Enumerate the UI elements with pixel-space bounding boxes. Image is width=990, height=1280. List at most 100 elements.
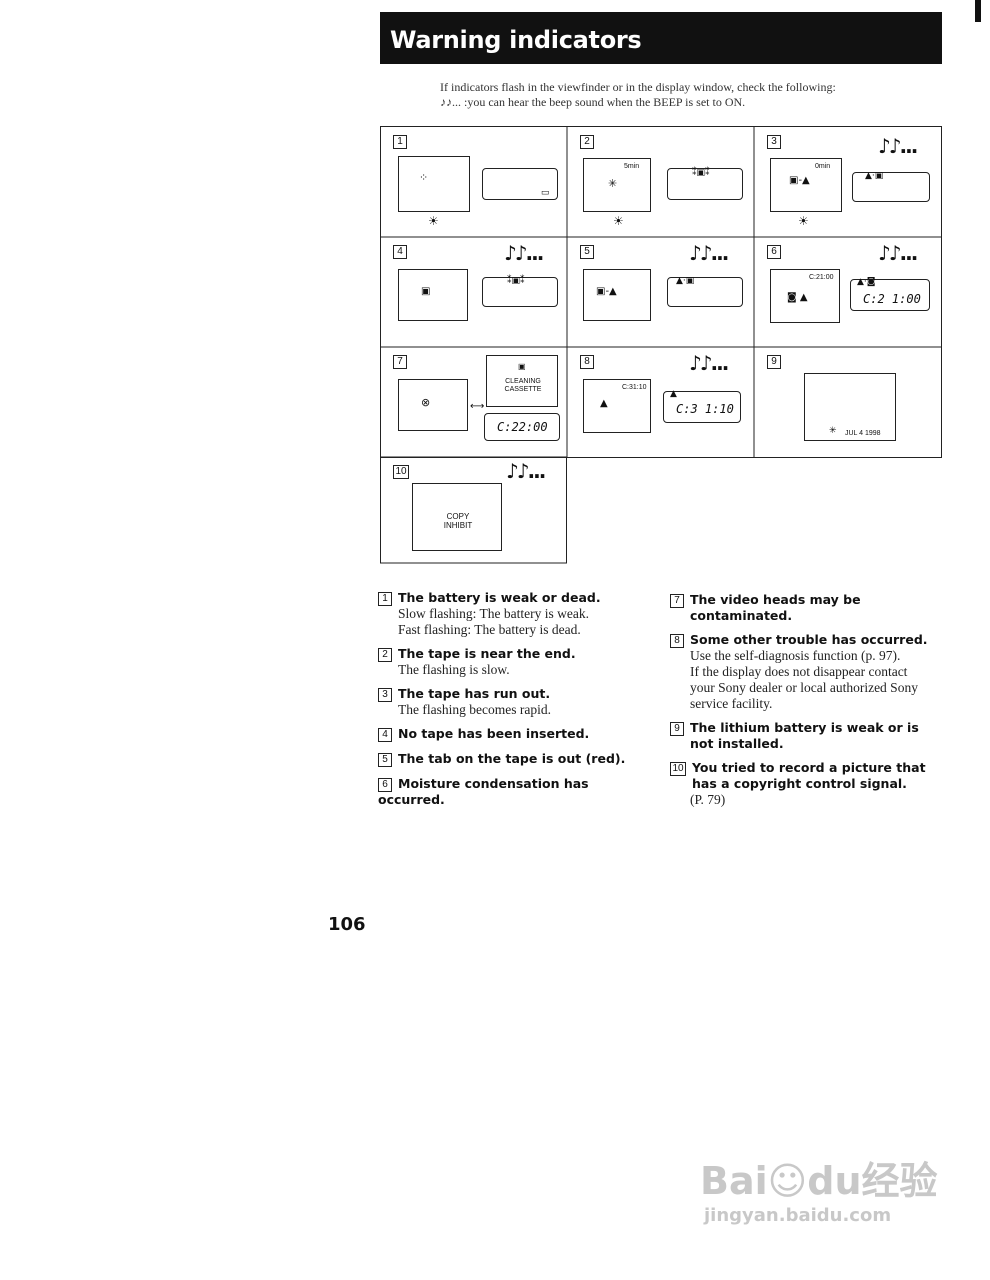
remaining-time-text: 5min	[624, 163, 640, 170]
description-line: The flashing is slow.	[398, 662, 510, 677]
flashing-indicator-icon: ✳	[608, 177, 618, 190]
cell-number: 6	[767, 245, 781, 259]
diagram-cell-5: 5 ♪♪... ▣-▲ ▲·▣	[567, 237, 754, 347]
title-bar	[380, 12, 942, 64]
diagram-cell-10: 10 ♪♪... COPY INHIBIT	[380, 457, 567, 564]
cell-number: 8	[580, 355, 594, 369]
eject-icon: ▲	[670, 389, 677, 399]
battery-icon: ▭	[541, 187, 550, 197]
viewfinder: ⁘	[398, 156, 470, 212]
intro-line-1: If indicators flash in the viewfinder or…	[440, 80, 836, 94]
cassette-icon: ⁑▣⁑	[507, 276, 525, 286]
description-number: 7	[670, 594, 684, 608]
description-number: 4	[378, 728, 392, 742]
eject-cassette-icon: ▲·▣	[676, 276, 695, 286]
sun-icon: ☀	[798, 214, 809, 228]
description-line: Slow flashing: The battery is weak.	[398, 606, 589, 621]
cell-number: 2	[580, 135, 594, 149]
cassette-icon: ▣	[518, 362, 526, 371]
description-line: (P. 79)	[690, 792, 726, 807]
viewfinder: COPY INHIBIT	[412, 483, 502, 551]
sun-icon: ☀	[613, 214, 624, 228]
beep-note-icon: ♪♪...	[689, 241, 729, 265]
video-head-flash-icon: ⊗	[421, 396, 431, 409]
diagram-cell-8: 8 ♪♪... C:31:10 ▲ ▲ C:3 1:10	[567, 347, 754, 457]
display-window: ▲ C:3 1:10	[663, 389, 741, 423]
beep-note-icon: ♪♪...	[504, 241, 544, 265]
viewfinder: ▣-▲	[583, 269, 651, 321]
cell-number: 7	[393, 355, 407, 369]
viewfinder: ⊗	[398, 379, 468, 431]
lcd-code: C:2 1:00	[863, 292, 921, 306]
cleaning-cassette-text: CLEANING CASSETTE	[504, 378, 542, 393]
description-number: 8	[670, 634, 684, 648]
display-window: ▲·▣	[667, 276, 743, 307]
description-7: 7 The video heads may be contaminated.	[670, 592, 940, 624]
description-line: Use the self-diagnosis function (p. 97).	[690, 648, 901, 663]
date-display: JUL 4 1998	[845, 430, 881, 437]
self-diagnosis-code: C:21:00	[809, 274, 834, 281]
diagram-cell-2: 2 5min ✳ ⁑▣⁑ ☀	[567, 126, 754, 237]
watermark-url: jingyan.baidu.com	[704, 1205, 892, 1226]
description-line: The flashing becomes rapid.	[398, 702, 551, 717]
diagram-cell-3: 3 ♪♪... 0min ▣-▲ ▲·▣ ☀	[754, 126, 942, 237]
page-number: 106	[328, 914, 366, 935]
display-window: ▲·◙ C:2 1:00	[850, 277, 930, 311]
intro-text: If indicators flash in the viewfinder or…	[440, 80, 836, 110]
cassette-flash-icon: ▣	[421, 286, 431, 297]
cleaning-cassette-box: ▣ CLEANING CASSETTE	[486, 355, 558, 407]
description-heading: The tape has run out.	[398, 686, 551, 701]
beep-note-icon: ♪♪...	[689, 351, 729, 375]
diagram-grid-lines	[380, 126, 942, 564]
arrow-icon: ⟷	[470, 401, 485, 412]
eject-icon: ▲	[600, 398, 608, 409]
viewfinder: ✳ JUL 4 1998	[804, 373, 896, 441]
beep-note-icon: ♪♪...	[878, 241, 918, 265]
watermark-logo-text: Bai☺du经验	[700, 1159, 938, 1203]
display-window: ▲·▣	[852, 171, 930, 202]
sun-icon: ☀	[428, 214, 439, 228]
description-3: 3 The tape has run out. The flashing beco…	[378, 686, 648, 718]
cell-number: 3	[767, 135, 781, 149]
cell-number: 5	[580, 245, 594, 259]
watermark: Bai☺du经验 jingyan.baidu.com	[700, 1150, 938, 1226]
remaining-time-text: 0min	[815, 163, 831, 170]
copy-inhibit-text: COPY INHIBIT	[443, 512, 473, 530]
cell-number: 4	[393, 245, 407, 259]
cell-number: 1	[393, 135, 407, 149]
eject-cassette-icon: ▲·▣	[865, 171, 884, 181]
cassette-eject-icon: ▣-▲	[596, 286, 617, 297]
description-heading: Moisture condensation has occurred.	[378, 776, 589, 807]
self-diagnosis-code: C:31:10	[622, 384, 647, 391]
diagram-cell-9: 9 ✳ JUL 4 1998	[754, 347, 942, 457]
diagram-cell-7: 7 ⊗ ⟷ ▣ CLEANING CASSETTE C:22:00	[380, 347, 567, 457]
intro-line-2: ♪♪... :you can hear the beep sound when …	[440, 95, 746, 109]
display-window: ▭	[482, 168, 558, 200]
diagram-cell-1: 1 ⁘ ▭ ☀	[380, 126, 567, 237]
cassette-eject-icon: ▣-▲	[789, 175, 810, 186]
diagram-cell-6: 6 ♪♪... C:21:00 ◙ ▲ ▲·◙ C:2 1:00	[754, 237, 942, 347]
viewfinder: 5min ✳	[583, 158, 651, 212]
cell-number: 9	[767, 355, 781, 369]
description-number: 10	[670, 762, 686, 776]
viewfinder: C:31:10 ▲	[583, 379, 651, 433]
description-number: 5	[378, 753, 392, 767]
description-10: 10 You tried to record a picture that has…	[670, 760, 940, 808]
description-heading: The lithium battery is weak or is not in…	[690, 720, 919, 751]
lithium-battery-flash-icon: ✳	[829, 426, 837, 436]
description-heading: The video heads may be contaminated.	[690, 592, 861, 623]
cassette-icon: ⁑▣⁑	[692, 168, 710, 178]
description-heading: You tried to record a picture that has a…	[692, 760, 926, 791]
description-number: 9	[670, 722, 684, 736]
eject-condensation-icon: ▲·◙	[857, 277, 876, 287]
battery-flash-icon: ⁘	[419, 171, 429, 184]
description-number: 3	[378, 688, 392, 702]
description-number: 2	[378, 648, 392, 662]
description-heading: The tab on the tape is out (red).	[398, 751, 626, 766]
